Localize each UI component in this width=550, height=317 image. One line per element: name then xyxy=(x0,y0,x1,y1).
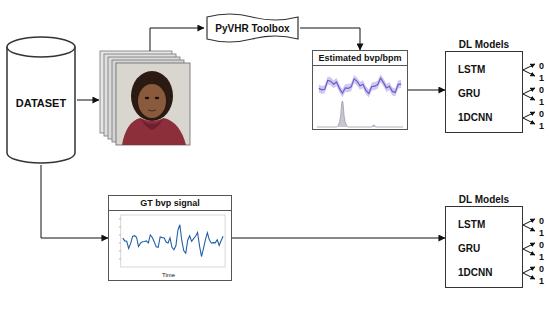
row-holder: 1DCNN xyxy=(458,110,492,124)
output-label: 1 xyxy=(539,120,544,132)
output-label: 0 xyxy=(539,84,544,96)
row-holder: LSTM xyxy=(458,217,485,231)
label-holder: 1 xyxy=(539,273,544,287)
output-arrow xyxy=(523,64,535,70)
node-text: 1DCNN xyxy=(458,112,492,124)
label-holder: 1 xyxy=(539,249,544,263)
toolbox-banner: PyVHR Toolbox xyxy=(205,11,300,45)
output-label: 0 xyxy=(539,60,544,72)
row-holder: LSTM xyxy=(458,62,485,76)
tick xyxy=(119,243,121,244)
confidence-band xyxy=(319,74,401,97)
label-holder: 0 xyxy=(539,58,544,72)
tick xyxy=(119,235,121,236)
tick xyxy=(119,227,121,228)
label-holder: 0 xyxy=(539,82,544,96)
label-holder: 1 xyxy=(539,118,544,132)
label-holder: 1 xyxy=(539,225,544,239)
connector xyxy=(41,165,108,238)
hair xyxy=(131,71,173,121)
input-arrow xyxy=(150,28,204,51)
plot-frame xyxy=(121,215,225,267)
row-holder: GRU xyxy=(458,241,480,255)
output-arrow xyxy=(523,249,535,255)
output-arrow xyxy=(523,267,535,273)
node-text: 1DCNN xyxy=(458,267,492,279)
front-frame xyxy=(116,63,190,145)
cylinder-top xyxy=(7,37,75,57)
label-holder: 0 xyxy=(539,213,544,227)
estimate-line xyxy=(319,78,401,93)
face xyxy=(138,84,166,118)
spectrum-peak xyxy=(317,101,403,127)
output-label: 1 xyxy=(539,72,544,84)
output-arrow xyxy=(523,273,535,279)
plot-header: GT bvp signal xyxy=(109,196,231,211)
eye xyxy=(145,97,149,100)
node-title: DL Models xyxy=(459,193,509,206)
node-title: DL Models xyxy=(459,38,509,51)
output-arrow xyxy=(523,70,535,76)
mouth xyxy=(148,110,156,111)
scarf xyxy=(122,118,186,145)
scarf-fold xyxy=(140,118,164,130)
banner-shape xyxy=(207,14,298,42)
tick xyxy=(119,219,121,220)
signal-plot-box: GT bvp signal xyxy=(108,195,232,281)
tick xyxy=(119,251,121,252)
output-arrow xyxy=(523,88,535,94)
dataset-cylinder: DATASET xyxy=(5,35,77,165)
output-arrow xyxy=(523,225,535,231)
output-label: 1 xyxy=(539,96,544,108)
label-holder: 0 xyxy=(539,106,544,120)
node-text: GRU xyxy=(458,243,480,255)
row-holder: GRU xyxy=(458,86,480,100)
output-arrow xyxy=(523,112,535,118)
model-box: DL ModelsLSTMGRU1DCNN xyxy=(445,51,523,133)
node-title: PyVHR Toolbox xyxy=(215,23,289,34)
node-text: LSTM xyxy=(458,64,485,76)
output-label: 0 xyxy=(539,215,544,227)
output-arrow xyxy=(523,94,535,100)
output-arrow xyxy=(523,118,535,124)
label-holder: 0 xyxy=(539,261,544,275)
output-label: 1 xyxy=(539,275,544,287)
node-title: GT bvp signal xyxy=(140,198,200,208)
node-text: LSTM xyxy=(458,219,485,231)
output-arrow xyxy=(523,243,535,249)
output-label: 0 xyxy=(539,239,544,251)
bvp-signal xyxy=(123,225,223,257)
signal-plot xyxy=(109,211,231,280)
output-label: 1 xyxy=(539,227,544,239)
cylinder-body xyxy=(7,47,75,163)
eye xyxy=(155,97,159,100)
input-arrow xyxy=(77,100,99,101)
output-arrow xyxy=(523,219,535,225)
output-label: 0 xyxy=(539,263,544,275)
connector xyxy=(408,90,445,91)
connector xyxy=(300,28,360,50)
label-holder: Time xyxy=(162,268,175,279)
header-holder: DL Models xyxy=(426,191,542,206)
node-text: GRU xyxy=(458,88,480,100)
node-title: DATASET xyxy=(16,97,66,109)
label-holder: 1 xyxy=(539,94,544,108)
estimate-plot xyxy=(313,66,407,129)
model-box: DL ModelsLSTMGRU1DCNN xyxy=(445,206,523,288)
output-label: 0 xyxy=(539,108,544,120)
estimated-plot-box: Estimated bvp/bpm xyxy=(312,50,408,130)
axis-label: Time xyxy=(162,271,175,279)
node-title: Estimated bvp/bpm xyxy=(318,53,401,63)
connector xyxy=(232,238,445,239)
label-holder: 0 xyxy=(539,237,544,251)
label-holder: 1 xyxy=(539,70,544,84)
row-holder: 1DCNN xyxy=(458,265,492,279)
header-holder: DL Models xyxy=(426,36,542,51)
tick xyxy=(119,259,121,260)
plot-header: Estimated bvp/bpm xyxy=(313,51,407,66)
output-label: 1 xyxy=(539,251,544,263)
